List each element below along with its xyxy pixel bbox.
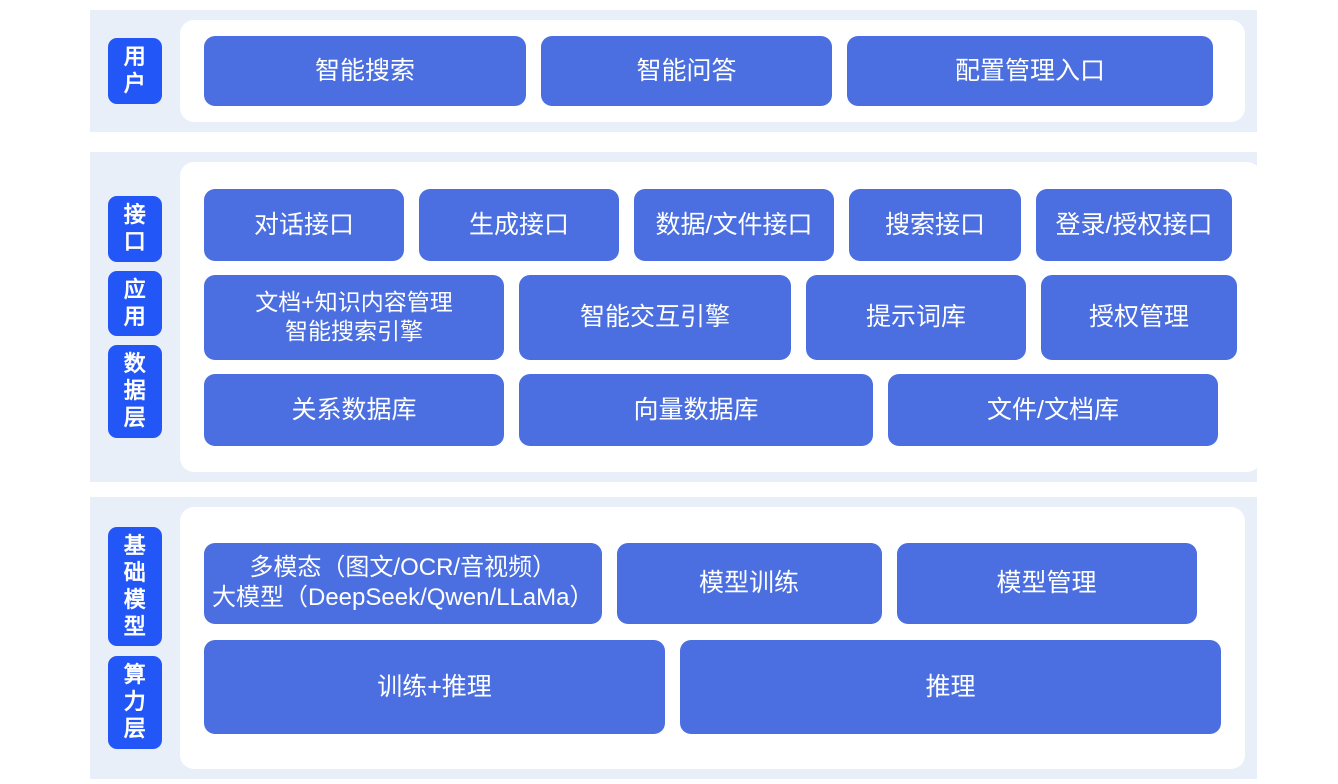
layer-tab-data-char-0: 数 xyxy=(123,351,147,377)
layer-tab-data-char-1: 据 xyxy=(123,378,147,404)
box-file-document-store[interactable]: 文件/文档库 xyxy=(888,373,1218,446)
layer-tab-compute-char-1: 力 xyxy=(123,689,147,715)
box-smart-interaction-engine-line-0: 智能交互引擎 xyxy=(579,303,730,331)
box-smart-qa[interactable]: 智能问答 xyxy=(541,36,832,106)
box-smart-search[interactable]: 智能搜索 xyxy=(204,36,526,106)
layer-tab-foundation-model-char-2: 模 xyxy=(123,586,147,612)
layer-tab-foundation-model-char-1: 础 xyxy=(123,559,147,585)
box-smart-qa-line-0: 智能问答 xyxy=(636,57,737,85)
layer-tab-user-char-0: 用 xyxy=(123,44,147,70)
box-model-management-line-0: 模型管理 xyxy=(996,569,1097,597)
box-prompt-library-line-0: 提示词库 xyxy=(865,303,966,331)
box-generation-interface-line-0: 生成接口 xyxy=(468,210,569,239)
band-base: 基 础 模 型 算 力 层 多模态（图文/OCR/音视频） 大模型（DeepSe… xyxy=(90,497,1257,779)
box-model-training[interactable]: 模型训练 xyxy=(616,542,882,624)
box-authorization-management[interactable]: 授权管理 xyxy=(1041,274,1237,360)
layer-tab-data[interactable]: 数 据 层 xyxy=(108,345,162,438)
row-data: 关系数据库 向量数据库 文件/文档库 xyxy=(204,373,1237,446)
layer-tab-foundation-model-char-0: 基 xyxy=(123,533,147,559)
box-document-knowledge-management-line-1: 智能搜索引擎 xyxy=(285,318,423,344)
layer-tab-user-char-1: 户 xyxy=(123,71,147,96)
box-config-management-entry[interactable]: 配置管理入口 xyxy=(847,36,1213,106)
layer-tab-compute[interactable]: 算 力 层 xyxy=(108,656,162,749)
box-search-interface[interactable]: 搜索接口 xyxy=(849,188,1021,261)
row-user-entries: 智能搜索 智能问答 配置管理入口 xyxy=(204,36,1221,106)
box-data-file-interface-line-0: 数据/文件接口 xyxy=(655,210,813,239)
box-config-management-entry-line-0: 配置管理入口 xyxy=(954,57,1105,85)
tab-column-base: 基 础 模 型 算 力 层 xyxy=(90,497,180,779)
box-login-auth-interface[interactable]: 登录/授权接口 xyxy=(1036,188,1232,261)
box-model-training-line-0: 模型训练 xyxy=(698,569,799,597)
box-relational-database[interactable]: 关系数据库 xyxy=(204,373,504,446)
layer-tab-interface-char-1: 口 xyxy=(123,228,147,254)
layer-tab-user[interactable]: 用 户 xyxy=(108,38,162,104)
box-multimodal-large-model-line-0: 多模态（图文/OCR/音视频） xyxy=(249,554,557,581)
row-compute: 训练+推理 推理 xyxy=(204,639,1221,734)
layer-tab-application[interactable]: 应 用 xyxy=(108,270,162,337)
layer-tab-application-char-0: 应 xyxy=(123,276,147,302)
box-data-file-interface[interactable]: 数据/文件接口 xyxy=(634,188,834,261)
box-search-interface-line-0: 搜索接口 xyxy=(884,210,985,239)
box-dialog-interface-line-0: 对话接口 xyxy=(253,210,354,239)
layer-tab-interface[interactable]: 接 口 xyxy=(108,196,162,262)
panel-middle: 对话接口 生成接口 数据/文件接口 搜索接口 登录/授权接口 文档+知识内容管理 xyxy=(180,162,1261,472)
tab-column-middle: 接 口 应 用 数 据 层 xyxy=(90,152,180,482)
box-document-knowledge-management-line-0: 文档+知识内容管理 xyxy=(255,288,453,315)
layer-tab-application-char-1: 用 xyxy=(123,303,147,329)
box-model-management[interactable]: 模型管理 xyxy=(896,542,1197,624)
panel-user: 智能搜索 智能问答 配置管理入口 xyxy=(180,20,1245,122)
box-training-and-inference-line-0: 训练+推理 xyxy=(377,672,492,701)
panel-base: 多模态（图文/OCR/音视频） 大模型（DeepSeek/Qwen/LLaMa）… xyxy=(180,507,1245,769)
band-middle: 接 口 应 用 数 据 层 对话接口 生成接口 xyxy=(90,152,1261,482)
box-multimodal-large-model[interactable]: 多模态（图文/OCR/音视频） 大模型（DeepSeek/Qwen/LLaMa） xyxy=(204,542,602,624)
box-smart-search-line-0: 智能搜索 xyxy=(314,57,415,85)
box-login-auth-interface-line-0: 登录/授权接口 xyxy=(1055,210,1213,239)
layer-tab-foundation-model[interactable]: 基 础 模 型 xyxy=(108,527,162,647)
box-document-knowledge-management[interactable]: 文档+知识内容管理 智能搜索引擎 xyxy=(204,274,504,360)
box-vector-database[interactable]: 向量数据库 xyxy=(519,373,873,446)
box-vector-database-line-0: 向量数据库 xyxy=(633,395,759,424)
layer-tab-compute-char-0: 算 xyxy=(123,662,147,688)
box-relational-database-line-0: 关系数据库 xyxy=(291,395,417,424)
box-inference-line-0: 推理 xyxy=(925,672,976,701)
tab-column-user: 用 户 xyxy=(90,10,180,132)
box-inference[interactable]: 推理 xyxy=(680,639,1221,734)
box-file-document-store-line-0: 文件/文档库 xyxy=(987,395,1119,424)
box-training-and-inference[interactable]: 训练+推理 xyxy=(204,639,665,734)
box-generation-interface[interactable]: 生成接口 xyxy=(419,188,619,261)
band-user: 用 户 智能搜索 智能问答 配置管理入口 xyxy=(90,10,1257,132)
layer-tab-interface-char-0: 接 xyxy=(123,202,147,228)
box-smart-interaction-engine[interactable]: 智能交互引擎 xyxy=(519,274,791,360)
layer-tab-data-char-2: 层 xyxy=(123,405,147,431)
row-interface: 对话接口 生成接口 数据/文件接口 搜索接口 登录/授权接口 xyxy=(204,188,1237,261)
box-authorization-management-line-0: 授权管理 xyxy=(1088,303,1189,331)
box-prompt-library[interactable]: 提示词库 xyxy=(806,274,1026,360)
box-multimodal-large-model-line-1: 大模型（DeepSeek/Qwen/LLaMa） xyxy=(212,584,594,611)
row-application: 文档+知识内容管理 智能搜索引擎 智能交互引擎 提示词库 授权管理 xyxy=(204,274,1237,360)
row-foundation-model: 多模态（图文/OCR/音视频） 大模型（DeepSeek/Qwen/LLaMa）… xyxy=(204,542,1221,624)
layer-tab-foundation-model-char-3: 型 xyxy=(123,613,147,639)
layer-tab-compute-char-2: 层 xyxy=(123,716,147,742)
box-dialog-interface[interactable]: 对话接口 xyxy=(204,188,404,261)
